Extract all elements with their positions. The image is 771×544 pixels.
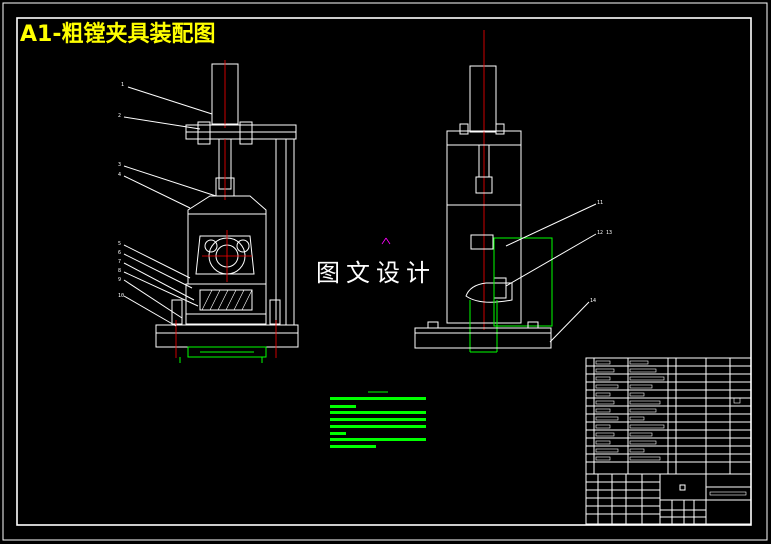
svg-text:6: 6 bbox=[118, 250, 121, 256]
svg-text:12 13: 12 13 bbox=[597, 230, 612, 236]
svg-text:2: 2 bbox=[118, 113, 121, 119]
svg-text:1: 1 bbox=[121, 82, 124, 88]
watermark-text: 图文设计 bbox=[316, 259, 436, 287]
title-block bbox=[585, 473, 752, 525]
svg-text:9: 9 bbox=[118, 277, 121, 283]
front-view: 1 2 3 4 5 6 7 8 9 10 bbox=[118, 60, 299, 363]
svg-text:4: 4 bbox=[118, 172, 121, 178]
svg-text:11: 11 bbox=[597, 200, 603, 206]
svg-text:7: 7 bbox=[118, 259, 121, 265]
svg-text:10: 10 bbox=[118, 293, 124, 299]
drawing-title: A1-粗镗夹具装配图 bbox=[20, 21, 215, 47]
svg-text:3: 3 bbox=[118, 162, 121, 168]
svg-text:14: 14 bbox=[590, 298, 596, 304]
technical-notes bbox=[330, 391, 426, 448]
parts-list-table bbox=[585, 357, 752, 475]
side-view: 11 12 13 14 bbox=[381, 30, 612, 353]
svg-text:8: 8 bbox=[118, 268, 121, 274]
svg-text:5: 5 bbox=[118, 241, 121, 247]
